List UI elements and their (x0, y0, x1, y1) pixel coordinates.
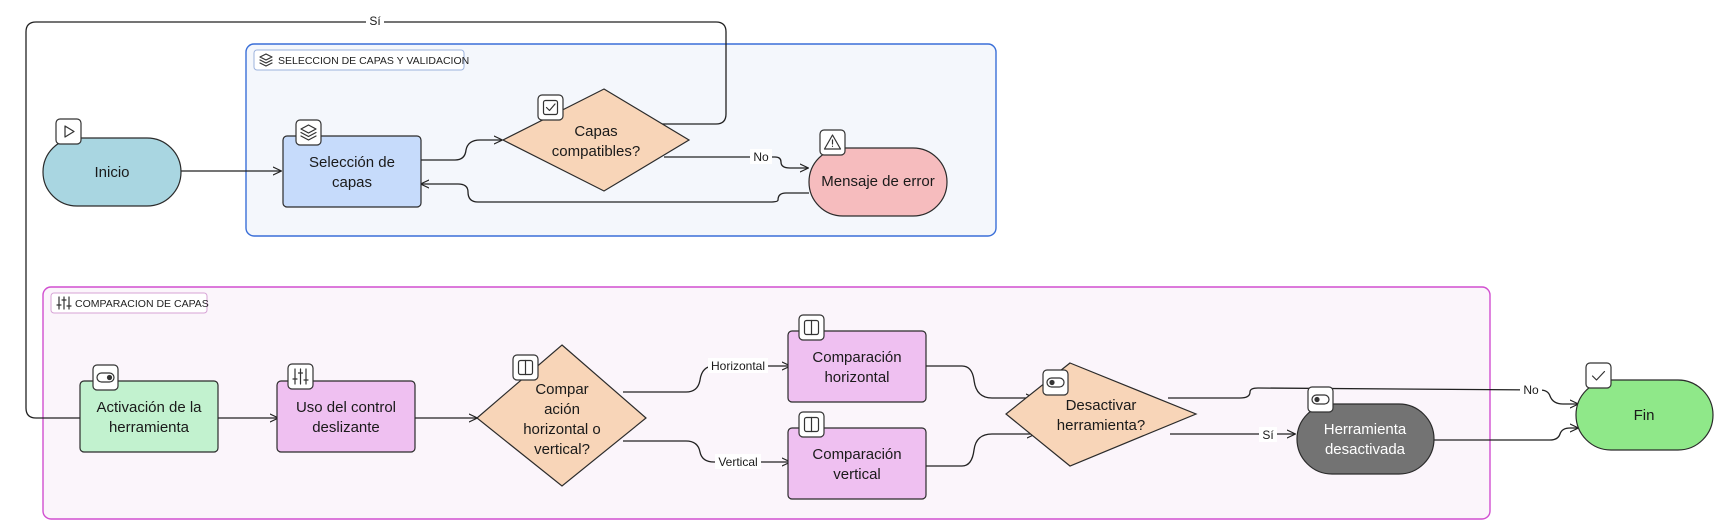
node-orientacion[interactable]: Compar ación horizontal o vertical? (476, 344, 647, 487)
columns-icon (798, 314, 825, 341)
toggle-icon (1042, 369, 1069, 396)
edge-horizontal-desactivar (926, 365, 1034, 398)
columns-icon (512, 354, 539, 381)
layers-icon (295, 119, 322, 146)
play-icon (55, 118, 82, 145)
edge-label-si-desactivar: Sí (1262, 428, 1274, 442)
node-comparacion-horizontal[interactable]: Comparación horizontal (787, 330, 927, 403)
edge-label-si-top: Sí (369, 14, 381, 28)
node-control-deslizante-label: Uso del control deslizante (296, 399, 396, 436)
node-label-line: deslizante (312, 419, 380, 436)
edge-label-horizontal: Horizontal (711, 359, 765, 373)
node-activacion-label: Activación de la herramienta (96, 399, 202, 436)
edge-label-no-fin: No (1523, 383, 1539, 397)
node-label-line: horizontal o (523, 421, 601, 438)
node-label-line: Herramienta (1324, 421, 1407, 438)
group-comparison: COMPARACION DE CAPAS (42, 286, 1491, 520)
node-label-line: Activación de la (96, 399, 202, 416)
sliders-icon (56, 296, 72, 310)
node-label-line: herramienta? (1057, 417, 1145, 434)
node-label-line: Selección de (309, 154, 395, 171)
edge-compatibles-error (664, 156, 808, 168)
node-label-line: Inicio (94, 164, 129, 181)
node-orientacion-label: Compar ación horizontal o vertical? (523, 381, 601, 458)
edge-label-no-error: No (753, 150, 769, 164)
sliders-icon (287, 363, 314, 390)
node-desactivar-label: Desactivar herramienta? (1057, 397, 1145, 434)
columns-icon (798, 411, 825, 438)
warning-icon (819, 129, 846, 156)
node-control-deslizante[interactable]: Uso del control deslizante (276, 380, 416, 453)
node-label-line: compatibles? (552, 143, 640, 160)
node-label-line: vertical (833, 466, 881, 483)
edge-desactivada-fin (1434, 428, 1578, 441)
edge-desactivar-fin (1168, 387, 1578, 404)
node-capas-compatibles-label: Capas compatibles? (552, 123, 640, 160)
toggle-icon (92, 364, 119, 391)
node-label-line: capas (332, 174, 372, 191)
node-capas-compatibles[interactable]: Capas compatibles? (501, 88, 691, 192)
node-label-line: Capas (574, 123, 617, 140)
node-label-line: horizontal (824, 369, 889, 386)
node-fin-label: Fin (1634, 407, 1655, 424)
edge-vertical-desactivar (926, 434, 1035, 467)
node-seleccion-capas-label: Selección de capas (309, 154, 395, 191)
edge-labels: Sí No Horizontal Vertical No Sí (366, 13, 1542, 469)
node-label-line: Mensaje de error (821, 173, 934, 190)
node-label-line: desactivada (1325, 441, 1406, 458)
group-comparison-label: COMPARACION DE CAPAS (75, 298, 209, 310)
group-selection-label: SELECCION DE CAPAS Y VALIDACION (278, 55, 469, 67)
node-herramienta-desactivada[interactable]: Herramienta desactivada (1296, 403, 1435, 475)
check-square-icon (537, 94, 564, 121)
node-label-line: Compar (535, 381, 588, 398)
node-fin[interactable]: Fin (1575, 379, 1714, 451)
node-label-line: Desactivar (1066, 397, 1137, 414)
node-herramienta-desactivada-label: Herramienta desactivada (1324, 421, 1407, 458)
node-comparacion-vertical-label: Comparación vertical (812, 446, 901, 483)
edge-error-seleccion (421, 184, 809, 203)
check-icon (1585, 362, 1612, 389)
node-inicio-label: Inicio (94, 164, 129, 181)
node-activacion[interactable]: Activación de la herramienta (79, 380, 219, 453)
toggle-icon (1307, 386, 1334, 413)
edge-orientacion-vertical (623, 440, 790, 462)
node-mensaje-error[interactable]: Mensaje de error (808, 147, 948, 217)
node-inicio[interactable]: Inicio (42, 137, 182, 207)
node-label-line: ación (544, 401, 580, 418)
node-label-line: vertical? (534, 441, 590, 458)
node-label-line: Comparación (812, 446, 901, 463)
layers-icon (259, 53, 273, 67)
node-label-line: Uso del control (296, 399, 396, 416)
edge-seleccion-compatibles (421, 140, 502, 161)
edge-label-vertical: Vertical (718, 455, 757, 469)
node-label-line: Fin (1634, 407, 1655, 424)
node-mensaje-error-label: Mensaje de error (821, 173, 934, 190)
node-comparacion-horizontal-label: Comparación horizontal (812, 349, 901, 386)
node-label-line: Comparación (812, 349, 901, 366)
node-seleccion-capas[interactable]: Selección de capas (282, 135, 422, 208)
node-comparacion-vertical[interactable]: Comparación vertical (787, 427, 927, 500)
node-label-line: herramienta (109, 419, 190, 436)
